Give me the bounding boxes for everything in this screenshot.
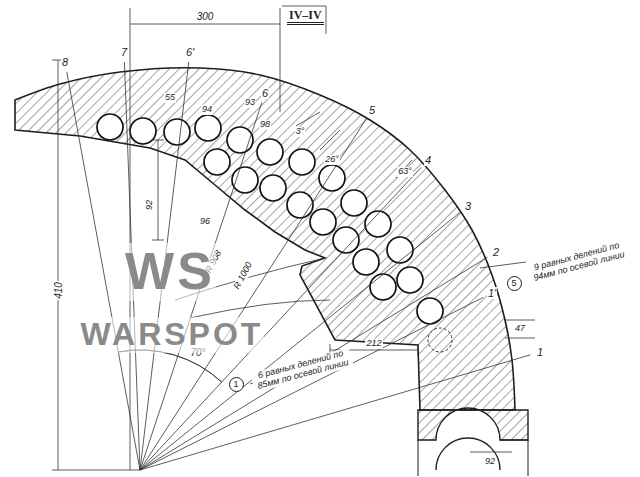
dimension-line xyxy=(152,140,164,141)
turret-ring xyxy=(436,438,500,470)
division-number: 7 xyxy=(120,46,128,58)
dimension-label: R 1000 xyxy=(232,260,255,292)
bolt-hole xyxy=(341,190,367,216)
radius-arc xyxy=(190,300,330,318)
division-number: 8 xyxy=(61,56,69,68)
bolt-hole xyxy=(195,115,221,141)
dimension-line xyxy=(158,140,159,240)
dimension-line xyxy=(418,344,419,356)
dimension-label: 92 xyxy=(145,199,155,211)
dimension-label: 93 xyxy=(244,98,256,108)
bolt-hole xyxy=(397,267,423,293)
dimension-label: 47 xyxy=(514,324,526,334)
dimension-line xyxy=(505,338,535,339)
dimension-line xyxy=(152,240,164,241)
division-number: 5 xyxy=(368,104,376,116)
division-number: 6 xyxy=(261,87,269,99)
dimension-label: 55 xyxy=(164,93,176,103)
dimension-label: 98 xyxy=(259,120,271,130)
bolt-hole xyxy=(287,192,313,218)
division-number: 2 xyxy=(492,246,500,258)
dimension-label: 300 xyxy=(196,11,215,22)
division-number: 4 xyxy=(424,154,432,166)
bolt-hole xyxy=(260,175,286,201)
dimension-label: 212 xyxy=(365,339,382,349)
division-number: 1' xyxy=(487,287,497,299)
bolt-hole xyxy=(310,209,336,235)
drawing-note: 6 равных делений по 85мм по осевой линии xyxy=(250,347,354,393)
dimension-line xyxy=(130,24,280,25)
bolt-hole xyxy=(333,227,359,253)
dimension-label: 26° xyxy=(324,155,340,165)
division-number: 1 xyxy=(536,346,544,358)
hidden-hole xyxy=(428,328,452,352)
callout-circle: 1 xyxy=(229,377,244,392)
dimension-line xyxy=(130,8,131,470)
drawing-note: 9 равных делений по 94мм по осевой линии xyxy=(526,239,630,285)
dimension-line xyxy=(326,6,327,34)
watermark: WS xyxy=(124,243,216,300)
bolt-hole xyxy=(417,298,443,324)
armour-section xyxy=(15,68,515,410)
dimension-line xyxy=(282,6,326,7)
bolt-hole xyxy=(319,165,345,191)
bolt-hole xyxy=(204,149,230,175)
division-number: 3 xyxy=(464,200,472,212)
bolt-hole xyxy=(289,149,315,175)
dimension-line xyxy=(296,112,320,126)
dimension-line xyxy=(470,452,512,453)
division-number: 6' xyxy=(185,46,195,58)
dimension-label: 410 xyxy=(53,281,64,300)
bolt-hole xyxy=(257,139,283,165)
dimension-label: 63° xyxy=(397,167,413,177)
dimension-line xyxy=(58,60,59,470)
dimension-label: 96 xyxy=(199,217,211,227)
callout-circle: 5 xyxy=(507,276,522,291)
dimension-label: 3° xyxy=(295,127,306,137)
dimension-label: 94 xyxy=(201,105,213,115)
watermark: WARSPOT xyxy=(80,317,265,352)
dimension-line xyxy=(505,320,535,321)
turret-ring xyxy=(418,408,528,440)
ring-outline xyxy=(418,440,528,476)
dimension-line xyxy=(320,130,340,150)
bolt-hole xyxy=(97,114,123,140)
dimension-line xyxy=(396,160,412,178)
division-line xyxy=(140,355,530,470)
bolt-hole xyxy=(353,249,379,275)
dimension-line xyxy=(480,262,526,268)
callout-number: 1 xyxy=(233,380,238,389)
callout-number: 5 xyxy=(511,279,516,288)
dimension-line xyxy=(52,470,140,471)
section-title: IV–IV xyxy=(287,9,324,25)
bolt-hole xyxy=(164,119,190,145)
dimension-label: 92 xyxy=(484,457,496,467)
bolt-hole xyxy=(370,274,396,300)
bolt-hole xyxy=(387,237,413,263)
